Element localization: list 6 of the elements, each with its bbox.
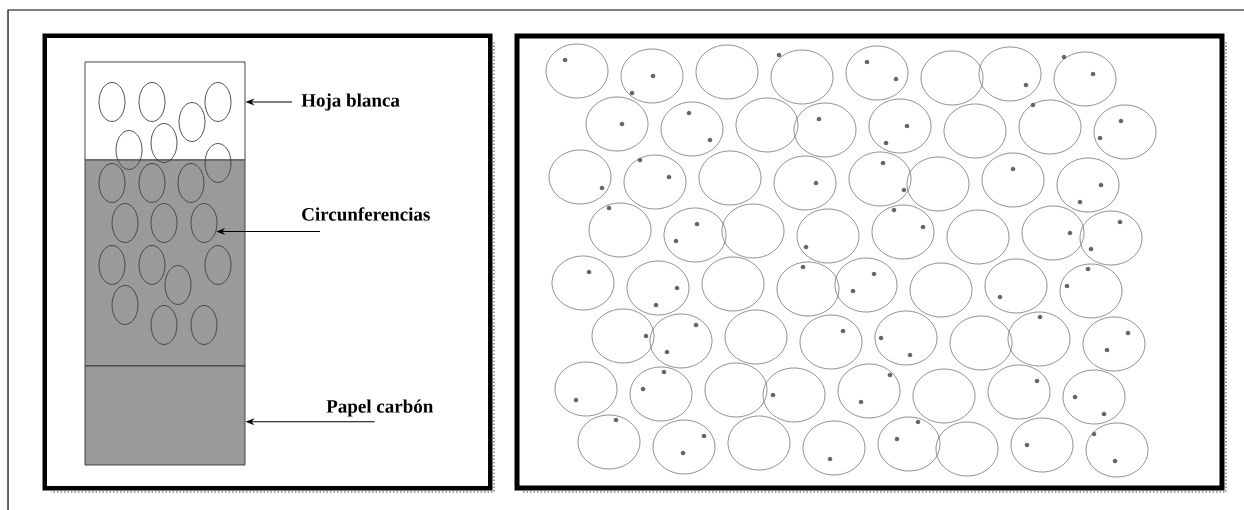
label-text: Hoja blanca — [301, 93, 400, 111]
sheet-layer — [84, 61, 246, 161]
label-text: Papel carbón — [326, 399, 434, 417]
circle-outline — [190, 203, 218, 243]
label-text: Circunferencias — [302, 207, 430, 221]
sheet-layer — [84, 365, 246, 466]
